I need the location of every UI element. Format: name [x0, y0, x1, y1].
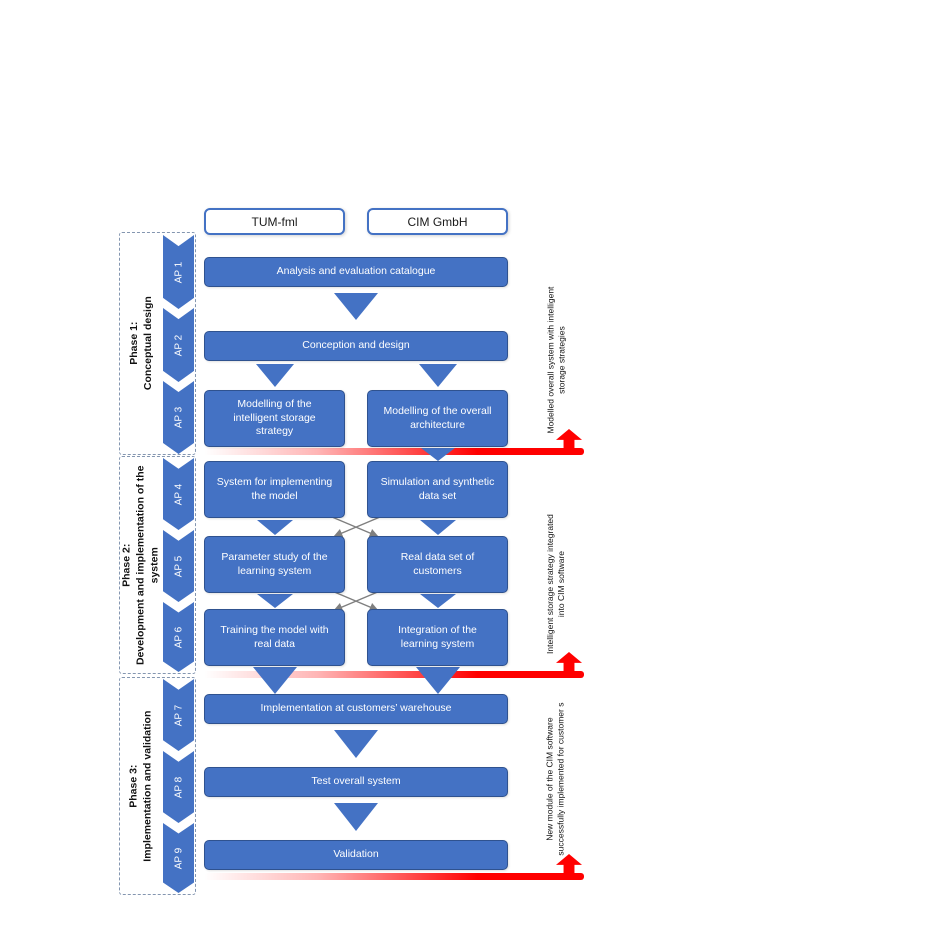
down-arrow-training-to-implementation [253, 667, 297, 694]
connector-simulation-to-parameter-study [333, 516, 381, 538]
milestone-label-1: Modelled overall system with intelligent… [541, 273, 571, 448]
ap-8-label: AP 8 [173, 776, 184, 798]
milestone-line-2 [204, 671, 584, 678]
down-arrow-test-to-validation [334, 803, 378, 831]
phase-2-group-box [119, 456, 196, 674]
connector-real-data-to-training [333, 590, 381, 612]
connector-parameter-study-to-integration [331, 590, 379, 612]
connector-system-to-real-data [331, 516, 379, 538]
ap-1-label: AP 1 [173, 261, 184, 283]
ap-7-chevron: AP 7 [163, 679, 194, 751]
phase-3-label-text: Phase 3: Implementation and validation [127, 710, 155, 862]
phase-1-label: Phase 1: Conceptual design [121, 232, 161, 455]
ap-1-chevron: AP 1 [163, 235, 194, 309]
ap-8-chevron: AP 8 [163, 751, 194, 823]
ap-4-chevron: AP 4 [163, 458, 194, 530]
ap-2-chevron: AP 2 [163, 308, 194, 382]
header-tum-fml: TUM-fml [204, 208, 345, 235]
milestone-label-3: New module of the CIM software successfu… [541, 686, 571, 872]
ap-6-label: AP 6 [173, 626, 184, 648]
phase-2-label: Phase 2: Development and implementation … [121, 456, 161, 674]
milestone-line-1 [204, 448, 584, 455]
ap-9-chevron: AP 9 [163, 823, 194, 893]
ap-7-label: AP 7 [173, 704, 184, 726]
down-arrow-conception-to-modelling-storage [256, 364, 294, 387]
ap-4-label: AP 4 [173, 483, 184, 505]
ap-6-chevron: AP 6 [163, 602, 194, 672]
ap-5-label: AP 5 [173, 555, 184, 577]
phase-1-label-text: Phase 1: Conceptual design [127, 296, 154, 391]
box-analysis-evaluation-catalogue: Analysis and evaluation catalogue [204, 257, 508, 287]
box-conception-and-design: Conception and design [204, 331, 508, 361]
box-implementation-customers-warehouse: Implementation at customers’ warehouse [204, 694, 508, 724]
box-modelling-overall-architecture: Modelling of the overall architecture [367, 390, 508, 447]
ap-2-label: AP 2 [173, 334, 184, 356]
ap-9-label: AP 9 [173, 847, 184, 869]
box-test-overall-system: Test overall system [204, 767, 508, 797]
ap-5-chevron: AP 5 [163, 530, 194, 602]
phase-1-group-box [119, 232, 196, 455]
down-arrow-integration-to-implementation [416, 667, 460, 694]
box-system-for-implementing-model: System for implementing the model [204, 461, 345, 518]
down-arrow-implementation-to-test [334, 730, 378, 758]
ap-3-chevron: AP 3 [163, 381, 194, 454]
header-cim-gmbh: CIM GmbH [367, 208, 508, 235]
milestone-label-2: Intelligent storage strategy integrated … [541, 498, 571, 670]
phase-3-group-box [119, 677, 196, 895]
box-validation: Validation [204, 840, 508, 870]
box-training-model-real-data: Training the model with real data [204, 609, 345, 666]
phase-3-label: Phase 3: Implementation and validation [121, 677, 161, 895]
gray-connectors-svg [331, 516, 381, 612]
box-modelling-intelligent-storage-strategy: Modelling of the intelligent storage str… [204, 390, 345, 447]
box-simulation-synthetic-data-set: Simulation and synthetic data set [367, 461, 508, 518]
down-arrow-conception-to-modelling-architecture [419, 364, 457, 387]
milestone-line-3 [204, 873, 584, 880]
milestone-label-3-text: New module of the CIM software successfu… [544, 702, 566, 856]
box-parameter-study-learning-system: Parameter study of the learning system [204, 536, 345, 593]
down-arrow-analysis-to-conception [334, 293, 378, 320]
box-real-data-set-customers: Real data set of customers [367, 536, 508, 593]
milestone-label-1-text: Modelled overall system with intelligent… [544, 287, 566, 434]
phase-2-label-text: Phase 2: Development and implementation … [120, 465, 162, 665]
box-integration-learning-system: Integration of the learning system [367, 609, 508, 666]
milestone-label-2-text: Intelligent storage strategy integrated … [544, 514, 566, 654]
ap-3-label: AP 3 [173, 406, 184, 429]
